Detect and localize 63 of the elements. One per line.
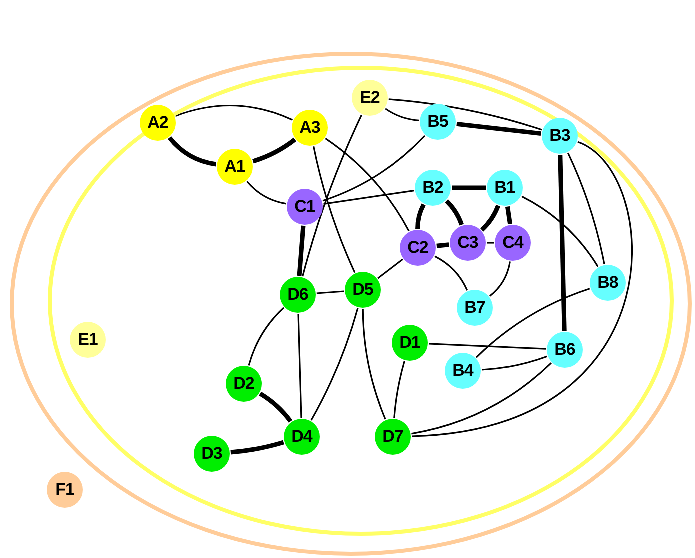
connector-line (416, 204, 426, 230)
node-circle: C4 (495, 225, 531, 261)
node-circle: A1 (217, 149, 253, 185)
node-circle: C2 (400, 230, 436, 266)
connector-line (246, 181, 286, 205)
connector-line (252, 138, 296, 164)
node-circle: E1 (70, 322, 106, 358)
connector-line (412, 141, 633, 438)
node-circle: B8 (590, 265, 626, 301)
node-circle: A3 (292, 110, 328, 146)
connector-line (230, 440, 284, 455)
connector-line (445, 200, 464, 226)
node-circle: B2 (415, 170, 451, 206)
node-circle: D6 (280, 277, 316, 313)
connector-line (385, 108, 420, 122)
node-circle: D2 (226, 366, 262, 402)
node-circle: D7 (375, 419, 411, 455)
connector-line (297, 226, 306, 276)
node-circle: D1 (392, 325, 428, 361)
connector-line (522, 196, 599, 268)
node-circle: B4 (445, 353, 481, 389)
connector-line (487, 242, 494, 244)
node-circle: E2 (352, 80, 388, 116)
connector-line (298, 314, 302, 418)
connector-line (259, 392, 293, 423)
connector-line (452, 186, 486, 190)
connector-line (394, 360, 406, 418)
connector-line (316, 290, 344, 294)
connector-line (324, 190, 414, 205)
connector-line (480, 204, 500, 232)
node-circle: D3 (194, 436, 230, 472)
connector-line (482, 356, 548, 371)
node-circle: D5 (345, 272, 381, 308)
connector-line (325, 138, 410, 232)
connector-line (434, 256, 468, 291)
connector-line (505, 206, 513, 225)
connector-line (476, 288, 590, 358)
connector-line (175, 105, 294, 121)
node-circle: C3 (450, 225, 486, 261)
connector-line (567, 152, 606, 264)
connector-line (489, 262, 511, 297)
connector-line (412, 362, 552, 435)
connector-line (168, 136, 217, 167)
node-circle: C1 (287, 189, 323, 225)
connector-line (362, 308, 386, 420)
node-circle: B3 (542, 118, 578, 154)
node-circle: A2 (140, 105, 176, 141)
connector-line (428, 343, 546, 350)
connector-line (456, 122, 542, 136)
connector-line (248, 307, 285, 366)
connector-line (378, 258, 404, 280)
connector-line (558, 154, 567, 332)
connector-line (388, 98, 542, 131)
node-circle: B6 (547, 332, 583, 368)
node-circle: B7 (457, 290, 493, 326)
connector-line (436, 242, 450, 248)
connector-line (302, 114, 363, 277)
node-circle: D4 (284, 419, 320, 455)
node-circle: B1 (487, 170, 523, 206)
connector-line (310, 308, 359, 421)
connector-line (313, 146, 356, 274)
node-circle: B5 (420, 104, 456, 140)
connector-line (322, 135, 426, 202)
